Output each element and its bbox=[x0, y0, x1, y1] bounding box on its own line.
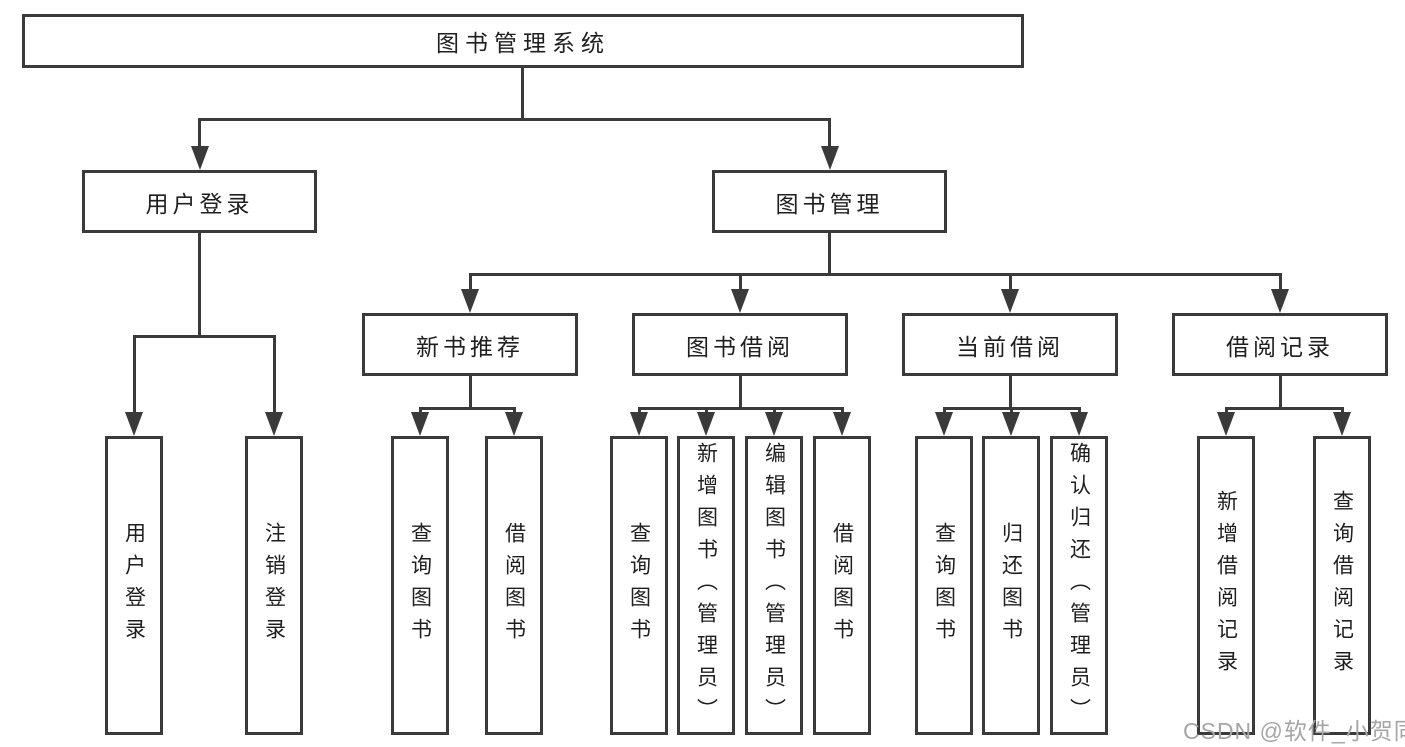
arrow-down-icon bbox=[1070, 412, 1088, 436]
connector-drop bbox=[840, 407, 844, 414]
node-label: 查询借阅记录 bbox=[1330, 489, 1354, 682]
node-label: 新书推荐 bbox=[416, 333, 524, 360]
node-label: 借阅图书 bbox=[502, 521, 526, 650]
arrow-down-icon bbox=[265, 412, 283, 436]
connector-drop bbox=[738, 273, 742, 291]
leaf-query-books-recommend: 查询图书 bbox=[391, 436, 449, 735]
leaf-borrow-books: 借阅图书 bbox=[813, 436, 871, 735]
connector-drop bbox=[1278, 273, 1282, 291]
leaf-add-books-admin: 新增图书（管理员） bbox=[677, 436, 735, 735]
node-label: 用户登录 bbox=[122, 521, 146, 650]
node-label: 图书管理 bbox=[775, 190, 884, 217]
connector-rail bbox=[418, 407, 516, 410]
connector-stem bbox=[828, 233, 831, 276]
connector-stem bbox=[738, 376, 742, 410]
node-label: 借阅记录 bbox=[1226, 333, 1334, 360]
arrow-down-icon bbox=[1333, 412, 1351, 436]
arrow-down-icon bbox=[190, 146, 209, 170]
leaf-borrow-books-recommend: 借阅图书 bbox=[485, 436, 543, 735]
leaf-return-books: 归还图书 bbox=[982, 436, 1040, 735]
connector-drop bbox=[1224, 407, 1228, 414]
connector-stem bbox=[1278, 376, 1282, 410]
leaf-query-borrow-record: 查询借阅记录 bbox=[1313, 436, 1371, 735]
connector-drop bbox=[1340, 407, 1344, 414]
node-label: 查询图书 bbox=[932, 521, 956, 650]
node-label: 图书借阅 bbox=[686, 333, 794, 360]
node-label: 查询图书 bbox=[627, 521, 651, 650]
connector-drop bbox=[1008, 273, 1012, 291]
leaf-logout: 注销登录 bbox=[245, 436, 303, 735]
connector-stem bbox=[520, 68, 524, 121]
connector-rail bbox=[132, 335, 276, 338]
leaf-edit-books-admin: 编辑图书（管理员） bbox=[745, 436, 803, 735]
node-book-management: 图书管理 bbox=[712, 170, 947, 233]
leaf-add-borrow-record: 新增借阅记录 bbox=[1197, 436, 1255, 735]
leaf-confirm-return-admin: 确认归还（管理员） bbox=[1050, 436, 1108, 735]
node-label: 图书管理系统 bbox=[436, 30, 610, 56]
connector-drop bbox=[704, 407, 708, 414]
connector-drop bbox=[132, 335, 136, 414]
arrow-down-icon bbox=[125, 412, 143, 436]
connector-drop bbox=[1009, 407, 1013, 414]
connector-drop bbox=[637, 407, 641, 414]
leaf-query-books-current: 查询图书 bbox=[915, 436, 973, 735]
arrow-down-icon bbox=[765, 412, 783, 436]
node-label: 注销登录 bbox=[262, 521, 286, 650]
connector-rail bbox=[198, 118, 831, 121]
node-label: 查询图书 bbox=[408, 521, 432, 650]
node-book-borrow: 图书借阅 bbox=[632, 313, 848, 376]
node-label: 归还图书 bbox=[999, 521, 1023, 650]
leaf-query-books-borrow: 查询图书 bbox=[610, 436, 668, 735]
arrow-down-icon bbox=[1271, 289, 1289, 313]
node-library-system: 图书管理系统 bbox=[22, 14, 1024, 68]
arrow-down-icon bbox=[1001, 289, 1019, 313]
node-label: 借阅图书 bbox=[830, 521, 854, 650]
arrow-down-icon bbox=[461, 289, 479, 313]
connector-drop bbox=[772, 407, 776, 414]
node-new-book-recommend: 新书推荐 bbox=[362, 313, 578, 376]
connector-drop bbox=[942, 407, 946, 414]
arrow-down-icon bbox=[731, 289, 749, 313]
arrow-down-icon bbox=[411, 412, 429, 436]
connector-drop bbox=[468, 273, 472, 291]
connector-drop bbox=[272, 335, 276, 414]
arrow-down-icon bbox=[505, 412, 523, 436]
leaf-user-login: 用户登录 bbox=[105, 436, 163, 735]
arrow-down-icon bbox=[697, 412, 715, 436]
connector-stem bbox=[1008, 376, 1012, 410]
connector-rail bbox=[637, 407, 844, 410]
node-label: 确认归还（管理员） bbox=[1067, 441, 1091, 730]
node-label: 新增借阅记录 bbox=[1214, 489, 1238, 682]
node-label: 新增图书（管理员） bbox=[694, 441, 718, 730]
arrow-down-icon bbox=[820, 146, 839, 170]
connector-drop bbox=[512, 407, 516, 414]
node-borrow-records: 借阅记录 bbox=[1172, 313, 1388, 376]
node-label: 当前借阅 bbox=[956, 333, 1064, 360]
arrow-down-icon bbox=[1002, 412, 1020, 436]
arrow-down-icon bbox=[833, 412, 851, 436]
connector-drop bbox=[198, 118, 201, 148]
connector-drop bbox=[1077, 407, 1081, 414]
arrow-down-icon bbox=[935, 412, 953, 436]
arrow-down-icon bbox=[630, 412, 648, 436]
connector-rail bbox=[1224, 407, 1344, 410]
connector-rail bbox=[468, 273, 1282, 276]
node-label: 编辑图书（管理员） bbox=[762, 441, 786, 730]
connector-stem bbox=[198, 233, 201, 338]
arrow-down-icon bbox=[1217, 412, 1235, 436]
csdn-watermark: CSDN @软件_小贺同学 bbox=[1183, 718, 1405, 744]
connector-drop bbox=[418, 407, 422, 414]
connector-drop bbox=[828, 118, 831, 148]
node-current-borrow: 当前借阅 bbox=[902, 313, 1118, 376]
connector-stem bbox=[468, 376, 472, 410]
node-user-login: 用户登录 bbox=[82, 170, 317, 233]
node-label: 用户登录 bbox=[145, 190, 254, 217]
